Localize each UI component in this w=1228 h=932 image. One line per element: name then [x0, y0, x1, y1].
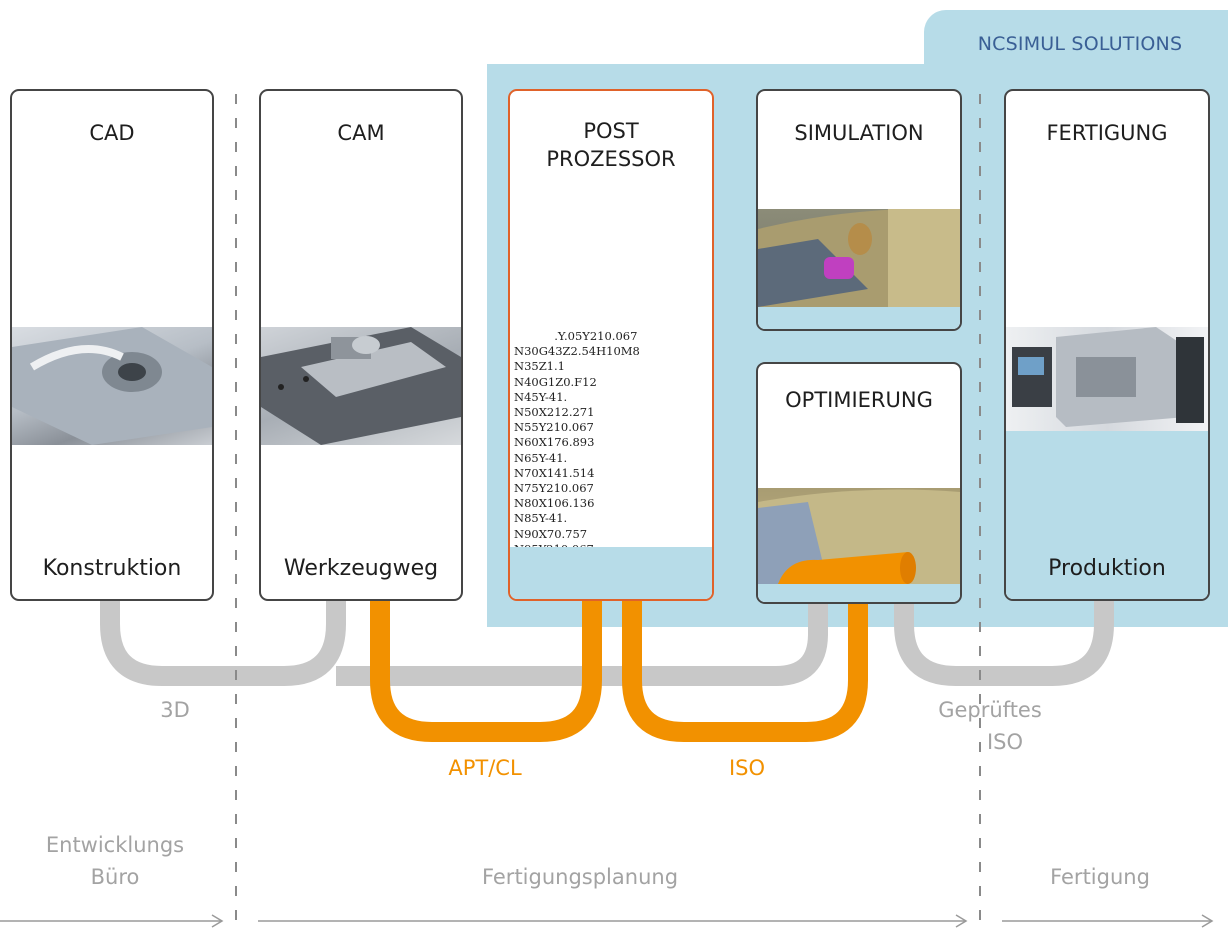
label-aptcl: APT/CL — [448, 756, 522, 780]
card-fertigung: FERTIGUNG Produktion — [1004, 89, 1210, 601]
simulation-image — [758, 208, 960, 307]
card-fertigung-title: FERTIGUNG — [1046, 121, 1168, 145]
fertigung-bottom-panel — [1006, 431, 1208, 599]
nc-code-line: N50X212.271 — [514, 405, 595, 420]
nc-code-line: N65Y-41. — [514, 450, 568, 465]
zone-fertigungsplanung: Fertigungsplanung — [481, 865, 679, 889]
flow-geprueft-path — [894, 589, 1114, 686]
nc-code-line: N45Y-41. — [514, 389, 568, 404]
zone-entwicklung-line2: Büro — [90, 865, 140, 889]
optimierung-bottom-panel — [758, 584, 960, 602]
flow-main-grey-path — [336, 589, 828, 686]
nc-code-line: N30G43Z2.54H10M8 — [514, 344, 640, 359]
zone-fertigung: Fertigung — [1050, 865, 1150, 889]
nc-code-line: N95Y210.067 — [514, 541, 594, 549]
label-3d: 3D — [160, 698, 190, 722]
card-cam-title: CAM — [337, 121, 385, 145]
nc-code-line: .Y.05Y210.067 — [514, 329, 638, 343]
card-cam-footer: Werkzeugweg — [283, 556, 439, 581]
nc-code-line: N55Y210.067 — [514, 420, 594, 435]
label-iso: ISO — [728, 756, 766, 780]
fertigung-machine-image — [1006, 327, 1208, 431]
card-post-title: POST PROZESSOR — [546, 119, 676, 171]
card-optimierung-title: OPTIMIERUNG — [785, 388, 933, 412]
post-bottom-panel — [510, 547, 712, 599]
ncsimul-label: NCSIMUL SOLUTIONS — [977, 33, 1183, 55]
nc-code-line: N75Y210.067 — [514, 481, 594, 496]
flow-3d-path — [100, 589, 346, 686]
label-geprueftes-line1: Geprüftes — [938, 698, 1042, 722]
simulation-bottom-panel — [758, 307, 960, 329]
nc-code-line: N60X176.893 — [514, 435, 595, 450]
zone-entwicklung-line1: Entwicklungs — [45, 833, 185, 857]
cad-part-image — [12, 327, 212, 445]
card-cam: CAM Werkzeugweg — [259, 89, 463, 601]
flow-iso-path — [622, 566, 868, 742]
optimierung-image — [758, 488, 960, 584]
nc-code-line: N80X106.136 — [514, 496, 595, 511]
cam-machine-image — [261, 327, 461, 445]
ncsimul-tab — [924, 10, 1228, 80]
card-cad: CAD Konstruktion — [10, 89, 214, 601]
nc-code-line: N70X141.514 — [514, 465, 595, 480]
card-cad-title: CAD — [89, 121, 135, 145]
nc-code-line: N40G1Z0.F12 — [514, 374, 597, 389]
card-cad-footer: Konstruktion — [42, 556, 182, 581]
nc-code-line: N90X70.757 — [514, 526, 588, 541]
card-optimierung: OPTIMIERUNG — [756, 362, 962, 604]
label-geprueftes-line2: ISO — [986, 730, 1024, 754]
nc-code-line: N35Z1.1 — [514, 359, 565, 374]
card-fertigung-footer: Produktion — [1048, 556, 1166, 581]
flow-aptcl-path — [370, 566, 602, 742]
card-simulation: SIMULATION — [756, 89, 962, 331]
nc-code-line: N85Y-41. — [514, 511, 568, 526]
card-simulation-title: SIMULATION — [794, 121, 924, 145]
